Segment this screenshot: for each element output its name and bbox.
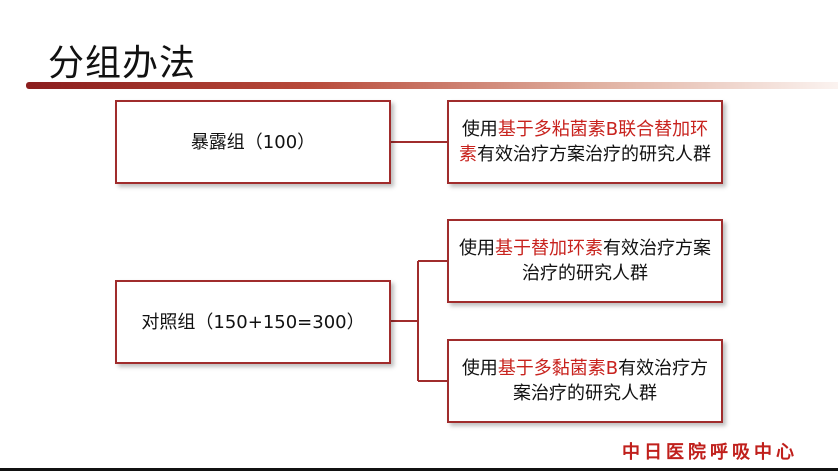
control-group-label: 对照组（150+150=300） (141, 311, 365, 333)
exposure-result-text: 使用基于多粘菌素B联合替加环素有效治疗方案治疗的研究人群 (459, 119, 711, 165)
bottom-divider (0, 468, 838, 471)
footer-logo: 中日医院呼吸中心 (622, 442, 798, 463)
control-group-box: 对照组（150+150=300） (115, 280, 391, 364)
control-result-text-2: 使用基于多黏菌素B有效治疗方案治疗的研究人群 (461, 358, 709, 404)
exposure-group-box: 暴露组（100） (115, 100, 391, 184)
title-underline (26, 82, 838, 89)
control-result-box-1: 使用基于替加环素有效治疗方案治疗的研究人群 (447, 219, 723, 303)
exposure-group-label: 暴露组（100） (190, 131, 316, 153)
control-result-text-1: 使用基于替加环素有效治疗方案治疗的研究人群 (459, 238, 711, 284)
control-result-box-2: 使用基于多黏菌素B有效治疗方案治疗的研究人群 (447, 339, 723, 423)
exposure-result-box: 使用基于多粘菌素B联合替加环素有效治疗方案治疗的研究人群 (447, 100, 723, 184)
page-title: 分组办法 (48, 43, 197, 84)
